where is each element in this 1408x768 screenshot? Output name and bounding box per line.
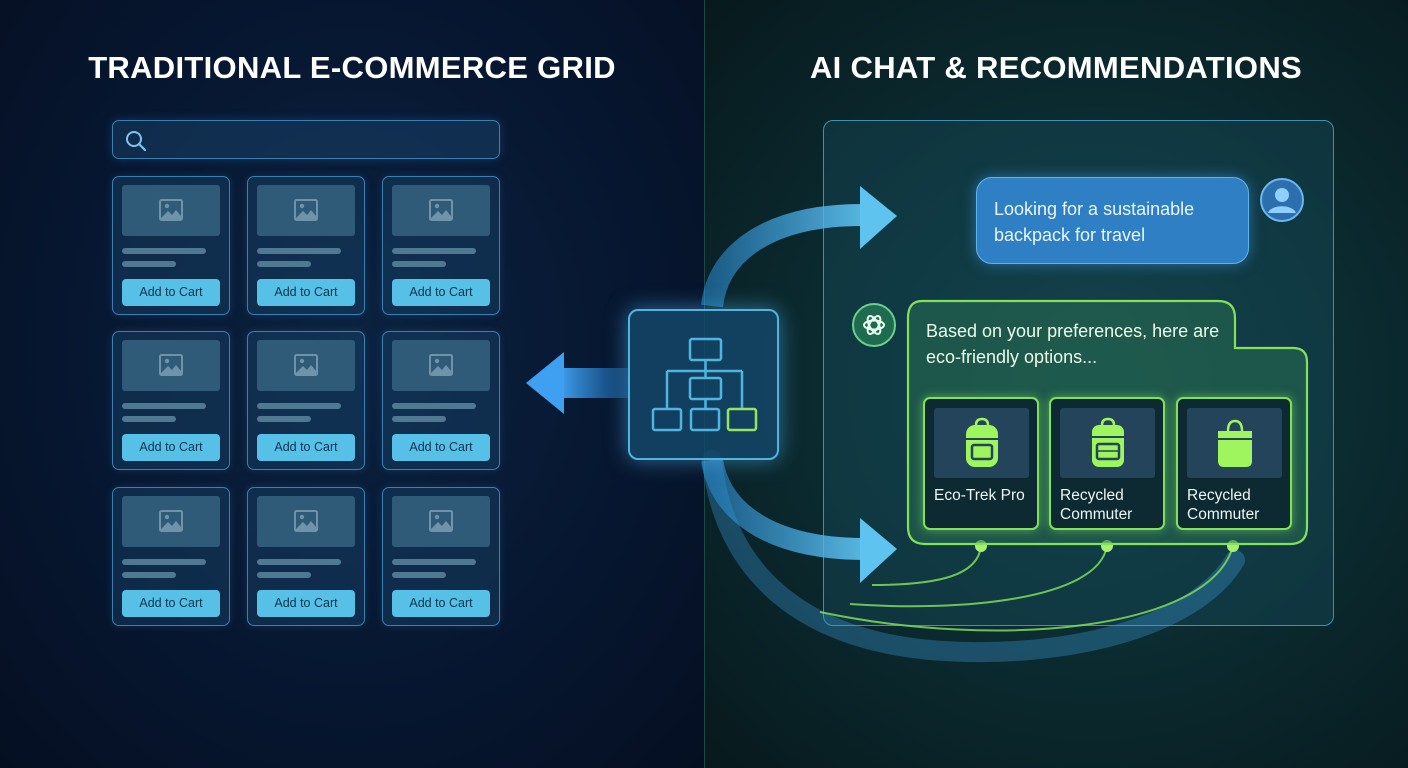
- add-to-cart-button[interactable]: Add to Cart: [122, 279, 220, 306]
- user-message-text: Looking for a sustainable backpack for t…: [994, 199, 1195, 245]
- placeholder-line: [257, 403, 341, 409]
- product-image: [1187, 408, 1282, 478]
- placeholder-line: [257, 572, 311, 578]
- product-card: Add to Cart: [382, 331, 500, 470]
- image-placeholder-icon: [122, 496, 220, 547]
- product-card: Add to Cart: [112, 331, 230, 470]
- recommendation-name: Eco-Trek Pro: [934, 487, 1025, 504]
- image-placeholder-icon: [257, 340, 355, 391]
- image-placeholder-icon: [257, 185, 355, 236]
- placeholder-line: [122, 559, 206, 565]
- traditional-title: TRADITIONAL E-COMMERCE GRID: [88, 50, 616, 85]
- image-placeholder-icon: [392, 496, 490, 547]
- bot-message-text: Based on your preferences, here are eco-…: [926, 321, 1220, 367]
- left-arrow-icon: [526, 352, 628, 414]
- placeholder-line: [122, 261, 176, 267]
- product-card: Add to Cart: [382, 487, 500, 626]
- placeholder-line: [257, 559, 341, 565]
- placeholder-line: [392, 248, 476, 254]
- recommendation-card[interactable]: Recycled Commuter: [1176, 397, 1292, 530]
- tote-bag-icon: [1218, 419, 1252, 467]
- backpack-icon: [966, 417, 998, 467]
- product-card: Add to Cart: [382, 176, 500, 315]
- ai-title: AI CHAT & RECOMMENDATIONS: [810, 50, 1302, 85]
- add-to-cart-button[interactable]: Add to Cart: [122, 434, 220, 461]
- product-image: [1060, 408, 1155, 478]
- placeholder-line: [392, 416, 446, 422]
- backpack-icon: [1092, 417, 1124, 467]
- lower-loop-arc: [702, 450, 1245, 663]
- image-placeholder-icon: [392, 340, 490, 391]
- product-image: [934, 408, 1029, 478]
- add-to-cart-button[interactable]: Add to Cart: [392, 434, 490, 461]
- placeholder-line: [392, 261, 446, 267]
- image-placeholder-icon: [257, 496, 355, 547]
- hierarchy-icon: [651, 337, 758, 432]
- placeholder-line: [122, 416, 176, 422]
- green-connector-lines: [819, 545, 1234, 632]
- ai-assistant-icon: [852, 303, 896, 347]
- user-avatar-icon: [1260, 178, 1304, 222]
- placeholder-line: [392, 572, 446, 578]
- recommendation-card[interactable]: Recycled Commuter: [1049, 397, 1165, 530]
- add-to-cart-button[interactable]: Add to Cart: [257, 590, 355, 617]
- placeholder-line: [257, 261, 311, 267]
- recommendation-name: Recycled Commuter: [1060, 487, 1133, 523]
- placeholder-line: [122, 572, 176, 578]
- search-icon: [126, 131, 147, 152]
- product-card: Add to Cart: [112, 487, 230, 626]
- hierarchy-hub: [628, 309, 779, 460]
- recommendation-card[interactable]: Eco-Trek Pro: [923, 397, 1039, 530]
- image-placeholder-icon: [122, 185, 220, 236]
- placeholder-line: [122, 403, 206, 409]
- recommendation-name: Recycled Commuter: [1187, 487, 1260, 523]
- image-placeholder-icon: [392, 185, 490, 236]
- image-placeholder-icon: [122, 340, 220, 391]
- user-message-bubble: Looking for a sustainable backpack for t…: [976, 177, 1249, 264]
- add-to-cart-button[interactable]: Add to Cart: [392, 590, 490, 617]
- add-to-cart-button[interactable]: Add to Cart: [122, 590, 220, 617]
- product-card: Add to Cart: [112, 176, 230, 315]
- add-to-cart-button[interactable]: Add to Cart: [392, 279, 490, 306]
- placeholder-line: [392, 403, 476, 409]
- upper-arc-arrow-icon: [701, 186, 897, 308]
- product-card: Add to Cart: [247, 176, 365, 315]
- placeholder-line: [257, 416, 311, 422]
- placeholder-line: [122, 248, 206, 254]
- placeholder-line: [257, 248, 341, 254]
- product-card: Add to Cart: [247, 331, 365, 470]
- product-card: Add to Cart: [247, 487, 365, 626]
- add-to-cart-button[interactable]: Add to Cart: [257, 279, 355, 306]
- add-to-cart-button[interactable]: Add to Cart: [257, 434, 355, 461]
- placeholder-line: [392, 559, 476, 565]
- lower-arc-arrow-icon: [701, 457, 897, 583]
- search-bar[interactable]: [112, 120, 500, 159]
